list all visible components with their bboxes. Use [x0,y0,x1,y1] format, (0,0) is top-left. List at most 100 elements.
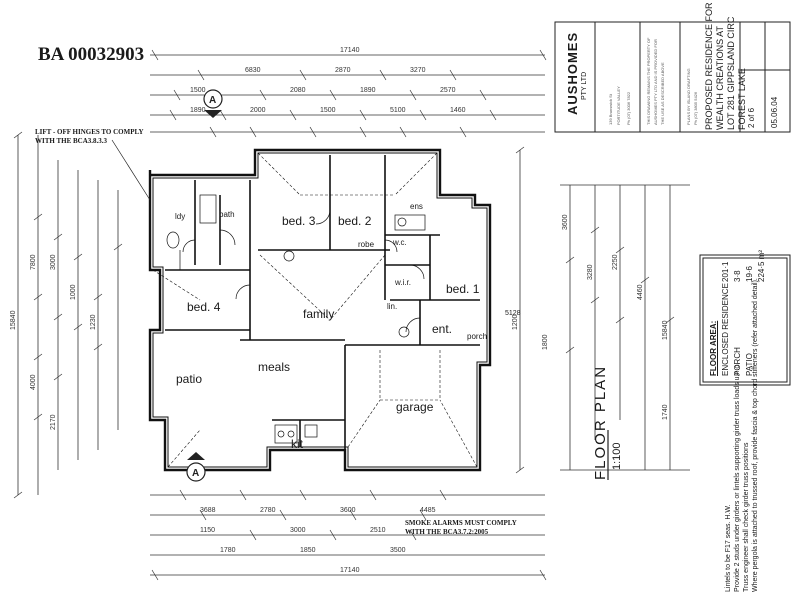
svg-text:3688: 3688 [200,507,216,514]
drawing-title: PROPOSED RESIDENCE FOR WEALTH CREATIONS … [704,2,748,130]
room-label-bed3: bed. 3 [282,214,316,228]
lift-note-line-1: LIFT - OFF HINGES TO COMPLY [35,128,144,136]
ba-number: BA 00032903 [38,44,145,65]
smoke-note-line-1: SMOKE ALARMS MUST COMPLY [405,519,517,527]
svg-text:FORTITUDE VALLEY: FORTITUDE VALLEY [616,86,621,125]
svg-text:1780: 1780 [220,547,236,554]
section-marker-a-top: A [203,89,223,118]
svg-text:3270: 3270 [410,67,426,74]
lift-note-leader [111,139,151,201]
plan-title: FLOOR PLAN [592,364,609,480]
room-label-porch: porch [467,332,488,341]
right-dimension-a: 1740 [662,404,669,420]
right-dimension-text: 3600 3280 2250 4460 15840 1740 1200 1800 [512,214,669,420]
top-overall-dimension: 17140 [340,47,360,54]
room-label-wir: w.i.r. [395,278,412,287]
sheet-number: 2 of 6 [747,107,756,128]
room-label-kit: kit [291,437,303,451]
svg-text:4485: 4485 [420,507,436,514]
drawing-title-line-2: WEALTH CREATIONS AT [715,25,725,130]
room-label-bed2: bed. 2 [338,214,372,228]
title-block-frame [554,21,791,386]
svg-text:Ph (07) 3805 5426: Ph (07) 3805 5426 [693,91,698,125]
left-dimension-lines [13,131,123,499]
company-name: AUSHOMES [565,31,580,115]
room-label-robe: robe [358,240,375,249]
svg-text:4460: 4460 [637,284,644,300]
smoke-note-line-2: WITH THE BCA3.7.2:2005 [405,528,489,536]
svg-text:3280: 3280 [587,264,594,280]
construction-note: Truss engineer shall check girder truss … [743,442,750,592]
svg-text:PLANS BY ISLAND DRAFTING: PLANS BY ISLAND DRAFTING [686,68,691,125]
lift-off-hinges-note: LIFT - OFF HINGES TO COMPLY WITH THE BCA… [35,128,144,146]
svg-text:Ph (07) 3006 7822: Ph (07) 3006 7822 [626,91,631,125]
bottom-dimension-lines [150,489,547,581]
svg-text:5100: 5100 [390,107,406,114]
right-overall-dimension: 15840 [662,320,669,340]
construction-notes: Lintels to be F17 seas. H.W. Provide 2 s… [724,278,760,592]
room-label-bath: bath [219,210,235,219]
svg-text:3000: 3000 [50,254,57,270]
room-label-garage: garage [396,400,434,414]
svg-text:2510: 2510 [370,527,386,534]
svg-text:7800: 7800 [30,254,37,270]
bottom-overall-dimension: 17140 [340,567,360,574]
svg-text:1890: 1890 [360,87,376,94]
floor-area-title: FLOOR AREA: [709,320,718,376]
svg-text:THE USE AS DESCRIBED ABOVE: THE USE AS DESCRIBED ABOVE [660,62,665,125]
right-dimension-lines [515,146,690,474]
svg-text:1850: 1850 [300,547,316,554]
plan-scale: 1:100 [611,442,623,470]
room-label-ldy: ldy [175,212,186,221]
svg-text:1500: 1500 [320,107,336,114]
svg-text:2250: 2250 [612,254,619,270]
svg-text:2870: 2870 [335,67,351,74]
svg-text:1230: 1230 [90,314,97,330]
room-label-family: family [303,307,335,321]
construction-note: Lintels to be F17 seas. H.W. [725,504,732,592]
svg-text:1890: 1890 [190,107,206,114]
drawing-date: 05.06.04 [770,96,779,128]
drawing-title-line-3: LOT 281 GIPPSLAND CIRC [726,16,736,130]
left-overall-dimension: 15840 [10,310,17,330]
right-dimension-b: 5128 [505,310,521,317]
svg-text:1150: 1150 [200,527,215,534]
room-label-wc: w.c. [393,238,407,247]
construction-note: Where pergola is attached to trussed roo… [752,278,759,592]
smoke-alarm-note: SMOKE ALARMS MUST COMPLY WITH THE BCA3.7… [405,519,517,537]
company-suffix: PTY LTD [581,71,588,100]
svg-text:4000: 4000 [30,374,37,390]
svg-text:3600: 3600 [562,214,569,230]
svg-text:3000: 3000 [290,527,306,534]
room-label-bed4: bed. 4 [187,300,221,314]
room-label-ens: ens [410,202,423,211]
svg-text:6830: 6830 [245,67,261,74]
svg-text:AUSHOMES PTY LTD AND IS PROVID: AUSHOMES PTY LTD AND IS PROVIDED FOR [653,39,658,125]
room-label-patio: patio [176,372,203,386]
building-walls [148,148,492,472]
svg-text:2570: 2570 [440,87,456,94]
room-label-lin: lin. [387,302,398,311]
lift-note-line-2: WITH THE BCA3.8.3.3 [35,137,108,145]
drawing-title-line-1: PROPOSED RESIDENCE FOR [704,2,714,130]
svg-text:2170: 2170 [50,414,57,430]
svg-text:139 Brunswick St: 139 Brunswick St [608,93,613,125]
top-dimension-text: 17140 6830 2870 3270 1500 2080 1890 2570 1890… [190,47,466,114]
construction-note: Provide 2 studs under girders or lintels… [734,362,741,592]
svg-text:1500: 1500 [190,87,206,94]
left-dimension-text: 15840 7800 4000 3000 2170 1000 1230 [10,254,97,430]
svg-text:A: A [192,468,199,479]
svg-text:1460: 1460 [450,107,466,114]
room-label-ent: ent. [432,322,453,336]
svg-text:1200: 1200 [512,314,519,330]
svg-text:1800: 1800 [542,334,549,350]
svg-text:THIS DRAWING REMAINS THE PROPE: THIS DRAWING REMAINS THE PROPERTY OF [646,37,651,125]
title-block-small-print: 139 Brunswick St FORTITUDE VALLEY Ph (07… [608,37,698,125]
room-label-meals: meals [258,360,291,374]
svg-text:3600: 3600 [340,507,356,514]
section-marker-a-bottom: A [186,452,206,482]
svg-text:2080: 2080 [290,87,306,94]
svg-text:A: A [209,95,216,106]
